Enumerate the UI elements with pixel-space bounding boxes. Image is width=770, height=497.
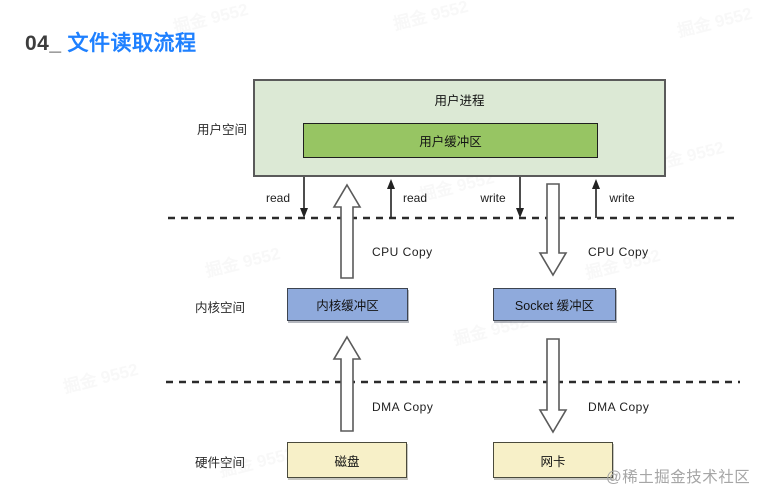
write-return-up-arrowhead xyxy=(592,179,600,189)
user-process-label: 用户进程 xyxy=(434,94,485,108)
read-call-label: read xyxy=(265,191,291,205)
write-return-label: write xyxy=(609,191,635,205)
cpu-copy-right-label: CPU Copy xyxy=(588,245,649,259)
dma-copy-up-block-arrow xyxy=(332,335,362,432)
page-title-number: 04_ xyxy=(25,32,62,55)
write-call-label: write xyxy=(480,191,506,205)
community-watermark: @稀土掘金技术社区 xyxy=(606,469,751,486)
disk-box: 磁盘 xyxy=(287,442,407,478)
read-return-up-arrowhead xyxy=(387,179,395,189)
page-title-text: 文件读取流程 xyxy=(67,32,197,55)
page-title: 04_文件读取流程 xyxy=(25,27,197,57)
cpu-copy-left-label: CPU Copy xyxy=(372,245,433,259)
layer-label-hardware-space: 硬件空间 xyxy=(195,456,246,470)
dma-copy-down-block-arrow xyxy=(538,338,568,434)
read-call-down-arrowhead xyxy=(300,208,308,218)
socket-buffer-box: Socket 缓冲区 xyxy=(493,288,616,321)
write-call-down-arrowhead xyxy=(516,208,524,218)
dma-copy-right-label: DMA Copy xyxy=(588,400,650,414)
cpu-copy-down-block-arrow xyxy=(538,183,568,277)
cpu-copy-up-block-arrow xyxy=(332,183,362,279)
nic-box: 网卡 xyxy=(493,442,613,478)
user-buffer-box: 用户缓冲区 xyxy=(303,123,598,158)
dma-copy-left-label: DMA Copy xyxy=(372,400,434,414)
layer-label-kernel-space: 内核空间 xyxy=(195,301,246,315)
kernel-buffer-box: 内核缓冲区 xyxy=(287,288,408,321)
read-return-label: read xyxy=(402,191,428,205)
layer-label-user-space: 用户空间 xyxy=(197,123,248,137)
